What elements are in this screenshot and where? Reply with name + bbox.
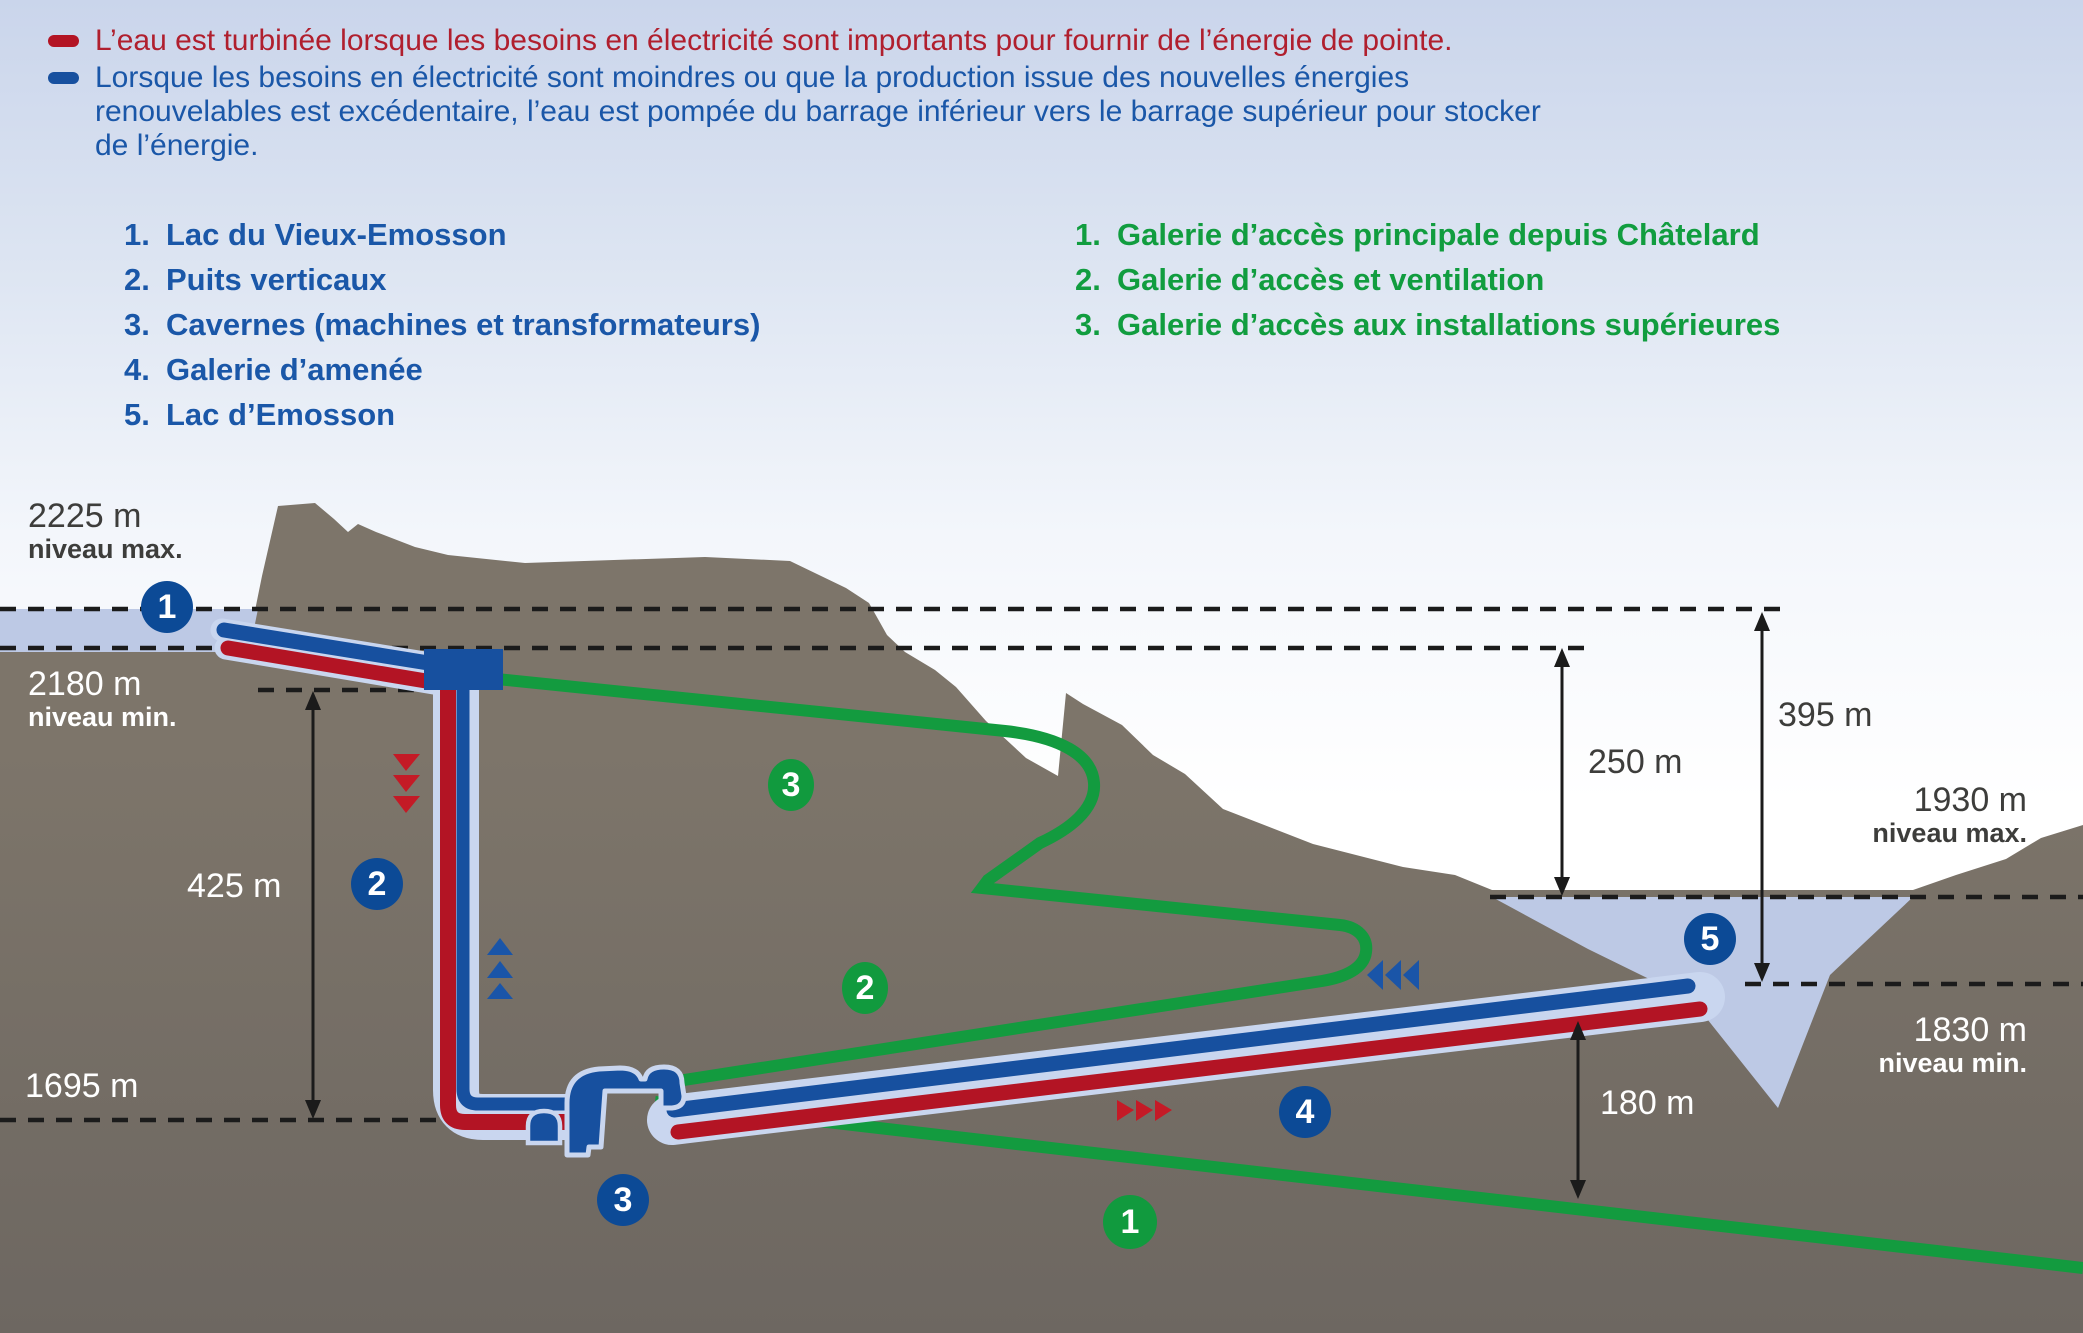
shaft-pump-pipe (456, 665, 600, 1111)
list-item-label: Galerie d’accès et ventilation (1117, 262, 1545, 297)
list-item-label: Lac du Vieux-Emosson (166, 217, 507, 252)
water-path-list: 1. Lac du Vieux-Emosson 2. Puits verticaux… (124, 212, 760, 437)
pump-flow-dash-icon (48, 72, 79, 84)
turbine-flow-dash-icon (48, 35, 79, 47)
turbine-flow-right-icons (1117, 1100, 1172, 1121)
measure-arrow-180 (1570, 1021, 1586, 1199)
elevation-value: 1930 m (1913, 781, 2027, 819)
list-item-number: 1. (1075, 217, 1101, 252)
marker-vertical-shaft: 2 (351, 858, 403, 910)
list-item-label: Puits verticaux (166, 262, 387, 297)
list-item-number: 1. (124, 217, 150, 252)
legend: L’eau est turbinée lorsque les besoins e… (48, 24, 1550, 166)
elevation-value: 1695 m (25, 1067, 139, 1105)
marker-main-gallery: 1 (1103, 1195, 1157, 1249)
marker-ventilation-gallery: 2 (842, 962, 888, 1014)
measure-arrow-425 (305, 691, 321, 1119)
list-item-number: 4. (124, 352, 150, 387)
main-access-gallery (654, 1096, 2083, 1274)
pump-flow-left-icons (1367, 960, 1419, 990)
shaft-turbine-pipe (440, 665, 600, 1130)
cavern-door-icon (525, 1108, 563, 1146)
turbine-flow-down-icons (393, 754, 420, 813)
gallery-list: 1. Galerie d’accès principale depuis Chât… (1075, 212, 1780, 347)
list-item: 5. Lac d’Emosson (124, 392, 760, 437)
list-item: 1. Galerie d’accès principale depuis Chât… (1075, 212, 1780, 257)
list-item-label: Lac d’Emosson (166, 397, 396, 432)
list-item: 3. Cavernes (machines et transformateurs) (124, 302, 760, 347)
upper-lake (0, 609, 258, 652)
marker-lower-lake: 5 (1684, 913, 1736, 965)
list-item-label: Galerie d’accès aux installations supéri… (1117, 307, 1781, 342)
marker-caverns: 3 (597, 1174, 649, 1226)
list-item-label: Galerie d’amenée (166, 352, 423, 387)
measure-value: 395 m (1778, 696, 1873, 734)
tailrace-casing (647, 972, 1725, 1145)
elevation-value: 2180 m (28, 665, 142, 703)
intake-pump-pipe (216, 622, 455, 674)
intake-turbine-pipe (220, 640, 458, 693)
tailrace-pump-pipe (666, 978, 1696, 1118)
measure-arrow-250 (1554, 648, 1570, 896)
list-item-number: 3. (124, 307, 150, 342)
shaft-head-structure (424, 649, 503, 690)
legend-pump-text: Lorsque les besoins en électricité sont … (95, 61, 1541, 162)
list-item: 1. Lac du Vieux-Emosson (124, 212, 760, 257)
measure-value: 180 m (1600, 1084, 1695, 1122)
elevation-caption: niveau min. (1878, 1048, 2027, 1078)
list-item: 3. Galerie d’accès aux installations supé… (1075, 302, 1780, 347)
measure-arrow-395 (1754, 612, 1770, 982)
elevation-caption: niveau max. (1872, 818, 2027, 848)
elevation-caption: niveau min. (28, 702, 177, 732)
elevation-caption: niveau max. (28, 534, 183, 564)
upper-max-label: 2225 m niveau max. (28, 498, 183, 564)
drop-max-label: 395 m (1778, 697, 1873, 733)
list-item-number: 3. (1075, 307, 1101, 342)
marker-upper-gallery: 3 (768, 759, 814, 811)
measure-value: 425 m (187, 867, 282, 905)
list-item-number: 2. (1075, 262, 1101, 297)
cavern-level-label: 1695 m (25, 1068, 138, 1104)
drop-min-label: 250 m (1588, 744, 1683, 780)
list-item-label: Cavernes (machines et transformateurs) (166, 307, 761, 342)
list-item-label: Galerie d’accès principale depuis Châtel… (1117, 217, 1760, 252)
lower-max-label: 1930 m niveau max. (1872, 782, 2027, 848)
lower-min-label: 1830 m niveau min. (1878, 1012, 2027, 1078)
tunnel-depth-label: 180 m (1600, 1085, 1695, 1121)
legend-item-turbine: L’eau est turbinée lorsque les besoins e… (48, 24, 1550, 58)
upper-min-label: 2180 m niveau min. (28, 666, 177, 732)
list-item: 4. Galerie d’amenée (124, 347, 760, 392)
marker-upper-lake: 1 (141, 581, 193, 633)
list-item: 2. Puits verticaux (124, 257, 760, 302)
list-item-number: 2. (124, 262, 150, 297)
measure-value: 250 m (1588, 743, 1683, 781)
list-item: 2. Galerie d’accès et ventilation (1075, 257, 1780, 302)
list-item-number: 5. (124, 397, 150, 432)
switchback-access-gallery (486, 672, 1373, 1086)
elevation-value: 2225 m (28, 497, 142, 535)
legend-turbine-text: L’eau est turbinée lorsque les besoins e… (95, 24, 1453, 57)
shaft-height-label: 425 m (187, 868, 282, 904)
legend-item-pump: Lorsque les besoins en électricité sont … (48, 61, 1550, 163)
pump-flow-up-icons (487, 938, 513, 999)
tailrace-turbine-pipe (670, 1001, 1708, 1140)
powerhouse-building (564, 1064, 687, 1158)
marker-headrace: 4 (1279, 1086, 1331, 1138)
elevation-value: 1830 m (1913, 1011, 2027, 1049)
